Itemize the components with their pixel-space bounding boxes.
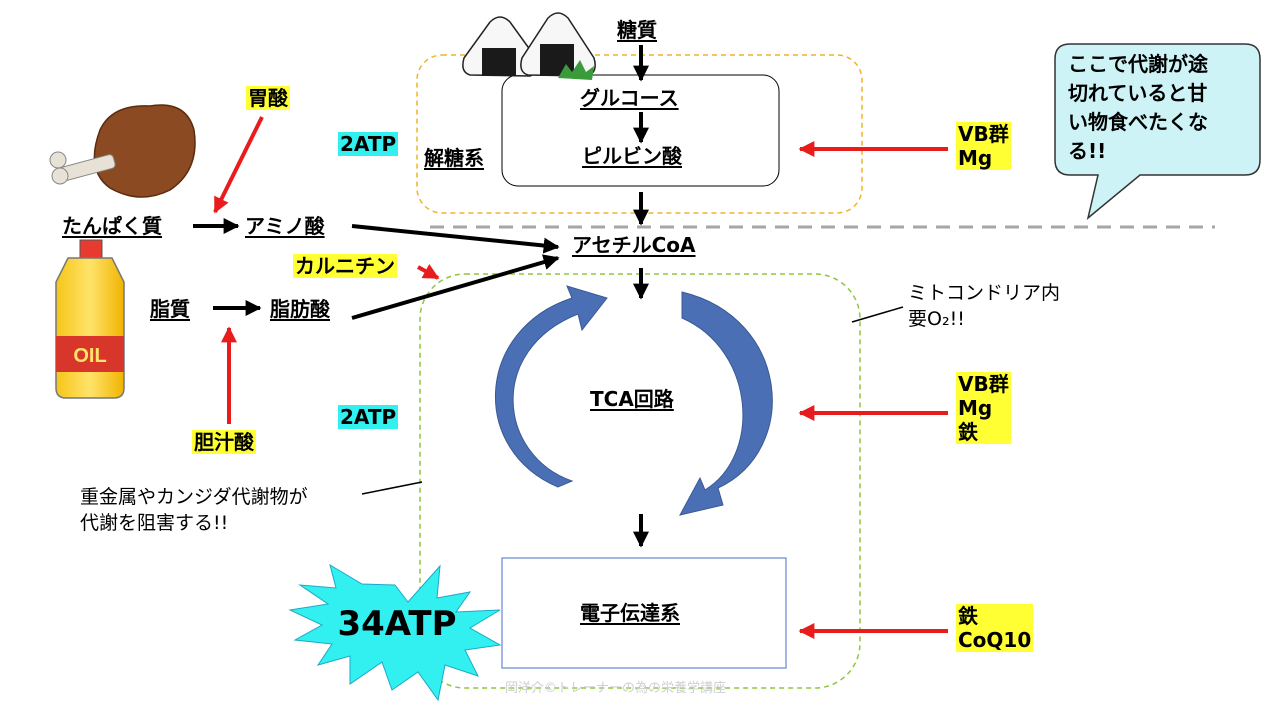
arrow-fattyacid-acetylcoa — [351, 254, 560, 320]
inhibit-note: 重金属やカンジダ代謝物が 代謝を阻害する!! — [80, 486, 308, 534]
acetyl-coa-label: アセチルCoA — [572, 233, 696, 257]
rice-ball-icon — [462, 12, 596, 80]
sugar-label: 糖質 — [617, 18, 657, 42]
tca-cycle-arrow-left — [495, 285, 608, 488]
speech-bubble-text: ここで代謝が途 切れていると甘 い物食べたくな る!! — [1068, 52, 1208, 163]
footer-credit: 岡洋介©トレーナーの為の栄養学講座 — [505, 681, 727, 696]
stomach-acid-badge: 胃酸 — [246, 86, 290, 110]
nutrients-glycolysis-badge: VB群 Mg — [956, 122, 1011, 170]
carnitine-badge: カルニチン — [293, 254, 397, 278]
oil-bottle-label: OIL — [73, 345, 106, 367]
nutrients-etc-badge: 鉄 CoQ10 — [956, 604, 1034, 652]
tca-cycle-label: TCA回路 — [590, 387, 674, 411]
glucose-label: グルコース — [580, 86, 679, 110]
bile-acid-badge: 胆汁酸 — [192, 430, 256, 454]
protein-label: たんぱく質 — [62, 214, 162, 238]
fatty-acid-label: 脂肪酸 — [270, 297, 330, 321]
arrow-amino-acetylcoa — [351, 224, 560, 254]
oil-bottle-icon: OIL — [55, 239, 125, 399]
etc-atp-label: 34ATP — [337, 604, 457, 644]
etc-box — [501, 557, 787, 669]
glycolysis-system-label: 解糖系 — [424, 146, 484, 170]
speech-bubble-icon — [1054, 43, 1261, 220]
amino-acid-label: アミノ酸 — [245, 214, 325, 238]
tca-cycle-arrow-right — [679, 291, 773, 516]
nutrients-tca-badge: VB群 Mg 鉄 — [956, 372, 1011, 444]
fat-label: 脂質 — [150, 297, 190, 321]
etc-label: 電子伝達系 — [580, 601, 680, 625]
arrow-stomach-acid — [213, 116, 264, 214]
mito-note-leader — [851, 306, 904, 323]
arrow-carnitine — [417, 264, 440, 280]
starburst-icon — [288, 563, 502, 702]
glycolysis-atp-badge: 2ATP — [338, 132, 399, 156]
pyruvate-label: ピルビン酸 — [582, 144, 682, 168]
mitochondria-note: ミトコンドリア内 要O₂!! — [908, 282, 1061, 330]
inhibit-note-leader — [361, 481, 423, 495]
tca-atp-badge: 2ATP — [338, 405, 399, 429]
chicken-leg-icon — [49, 104, 196, 198]
